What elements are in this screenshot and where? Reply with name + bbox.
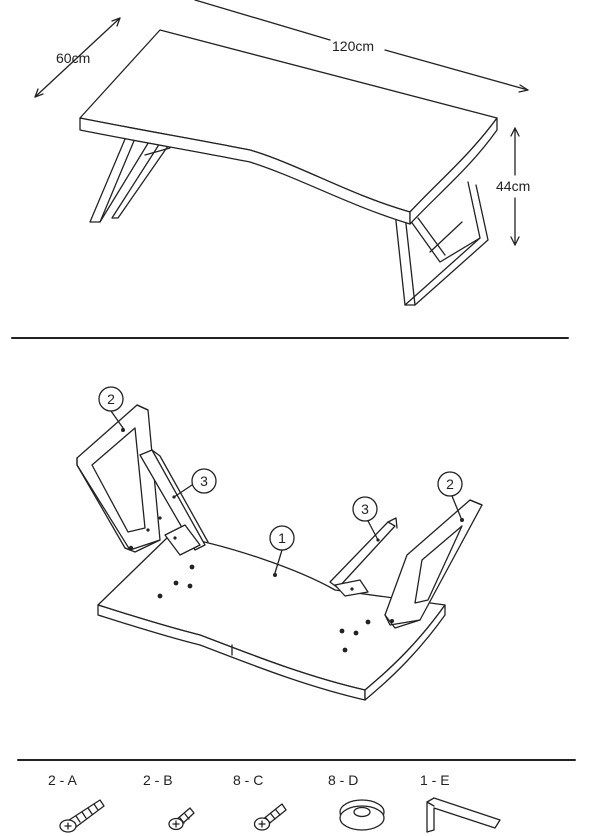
callout-number-leg-left: 2 bbox=[107, 391, 115, 407]
assembled-table bbox=[34, 0, 529, 306]
callout-circles bbox=[98, 386, 463, 574]
table-leg-right bbox=[394, 181, 489, 306]
bolt-c-icon bbox=[253, 803, 287, 831]
dimension-length-label: 120cm bbox=[332, 38, 375, 54]
allen-key-e-icon bbox=[426, 797, 501, 833]
brace-part-3-left bbox=[139, 449, 209, 556]
table-top-assembled bbox=[79, 29, 498, 225]
bolt-a-icon bbox=[59, 799, 105, 833]
brace-part-3-right bbox=[329, 517, 398, 597]
callout-number-leg-right: 2 bbox=[446, 476, 454, 492]
hardware-parts bbox=[59, 797, 501, 833]
screw-holes bbox=[157, 564, 371, 653]
part-label-e: 1 - E bbox=[420, 772, 450, 788]
callout-number-brace-left: 3 bbox=[200, 473, 208, 489]
table-leg-left bbox=[89, 131, 171, 223]
dimension-width-arrow bbox=[34, 17, 121, 98]
dimension-length-arrow bbox=[194, 0, 529, 93]
dimension-height-label: 44cm bbox=[496, 178, 531, 194]
dimension-width-label: 60cm bbox=[56, 50, 91, 66]
leg-part-2-left bbox=[76, 404, 161, 553]
washer-d-icon bbox=[339, 799, 385, 831]
exploded-view bbox=[76, 386, 483, 701]
leg-part-2-right bbox=[384, 499, 483, 629]
bolt-b-icon bbox=[168, 807, 195, 831]
table-top-part-1 bbox=[97, 534, 446, 701]
part-label-a: 2 - A bbox=[48, 772, 77, 788]
dimension-height-arrow bbox=[510, 127, 520, 246]
part-label-d: 8 - D bbox=[328, 772, 359, 788]
part-label-c: 8 - C bbox=[233, 772, 264, 788]
part-label-b: 2 - B bbox=[143, 772, 173, 788]
callout-number-top: 1 bbox=[278, 530, 286, 546]
callout-number-brace-right: 3 bbox=[361, 501, 369, 517]
